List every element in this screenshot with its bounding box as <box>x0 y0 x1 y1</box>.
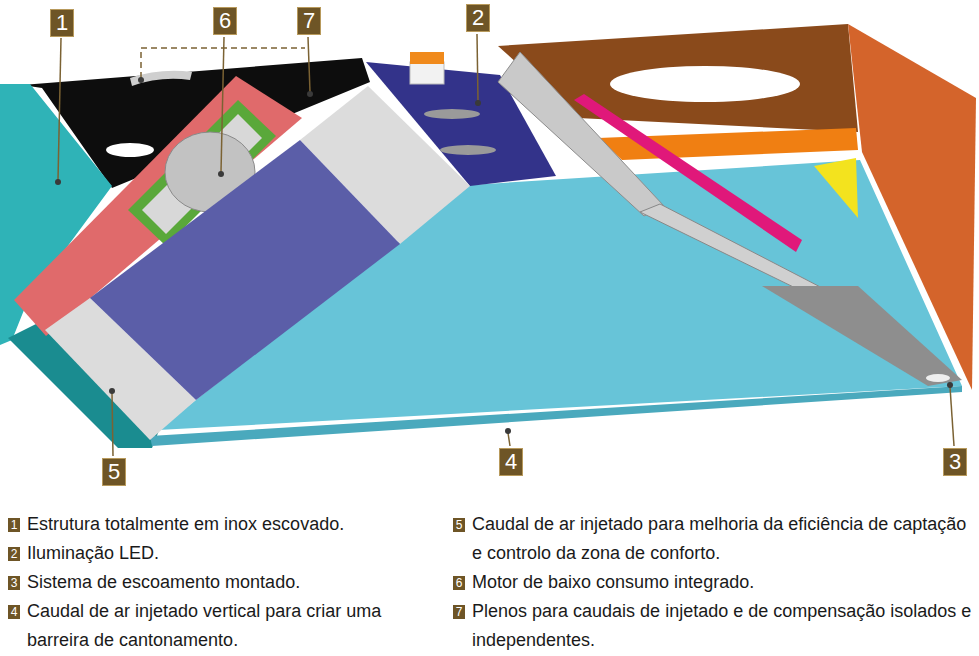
legend-number: 2 <box>8 547 20 561</box>
legend-number: 5 <box>453 518 465 532</box>
hood-illustration <box>0 0 979 500</box>
leader-line <box>58 38 61 180</box>
legend-text: Estrutura totalmente em inox escovado. <box>27 510 344 539</box>
drain-strip <box>762 286 962 386</box>
callout-text: 7 <box>303 8 315 33</box>
leader-line <box>112 393 113 456</box>
leader-dot <box>947 382 953 388</box>
gutter <box>640 204 830 300</box>
legend-number: 7 <box>453 605 465 619</box>
vent <box>440 145 496 155</box>
leader-line <box>950 387 954 446</box>
legend-text: Motor de baixo consumo integrado. <box>472 568 754 597</box>
legend-text: Iluminação LED. <box>27 539 159 568</box>
opening <box>106 143 154 157</box>
callout-number: 7 <box>297 7 321 35</box>
legend-text: Caudal de ar injetado vertical para cria… <box>27 597 428 655</box>
callout-text: 3 <box>949 449 961 474</box>
callout-number: 4 <box>499 448 523 476</box>
legend-item: 3 Sistema de escoamento montado. <box>8 568 428 597</box>
callout-number: 6 <box>213 7 237 35</box>
callout-text: 4 <box>505 449 517 474</box>
cylinder <box>410 62 444 84</box>
legend-number: 6 <box>453 576 465 590</box>
leader-dot <box>475 100 481 106</box>
cylinder-cap <box>410 52 444 64</box>
callout-text: 6 <box>219 8 231 33</box>
legend-text: Sistema de escoamento montado. <box>27 568 300 597</box>
legend-number: 4 <box>8 605 20 619</box>
leader-dot <box>505 428 511 434</box>
dashed-bracket <box>141 48 305 78</box>
legend-number: 1 <box>8 518 20 532</box>
plenum-blue <box>90 140 400 400</box>
vent <box>424 109 480 119</box>
leader-dot <box>109 388 115 394</box>
callout-number: 1 <box>50 9 74 37</box>
callout-number: 3 <box>943 448 967 476</box>
yellow-wedge <box>814 158 858 218</box>
front-lip <box>150 386 962 446</box>
callout-text: 1 <box>56 10 68 35</box>
leader-line <box>508 433 510 446</box>
leader-dot <box>138 77 144 83</box>
leader-line <box>221 37 224 172</box>
legend-text: Caudal de ar injetado para melhoria da e… <box>472 510 975 568</box>
leader-dot <box>307 91 313 97</box>
leader-line <box>308 37 310 92</box>
leader-line <box>477 34 478 101</box>
drain <box>926 374 950 382</box>
legend-item: 5 Caudal de ar injetado para melhoria da … <box>453 510 975 568</box>
legend-text: Plenos para caudais de injetado e de com… <box>472 597 975 655</box>
callout-number: 5 <box>102 458 126 486</box>
legend-number: 3 <box>8 576 20 590</box>
legend-item: 7 Plenos para caudais de injetado e de co… <box>453 597 975 655</box>
leader-dot <box>55 179 61 185</box>
legend-item: 4 Caudal de ar injetado vertical para cri… <box>8 597 428 655</box>
leader-dot <box>218 171 224 177</box>
slot <box>130 71 192 86</box>
legend-item: 1 Estrutura totalmente em inox escovado. <box>8 510 428 539</box>
callout-text: 2 <box>472 5 484 30</box>
callout-number: 2 <box>466 4 490 32</box>
legend-item: 6 Motor de baixo consumo integrado. <box>453 568 975 597</box>
callout-text: 5 <box>108 459 120 484</box>
top-opening <box>610 66 800 102</box>
legend-item: 2 Iluminação LED. <box>8 539 428 568</box>
